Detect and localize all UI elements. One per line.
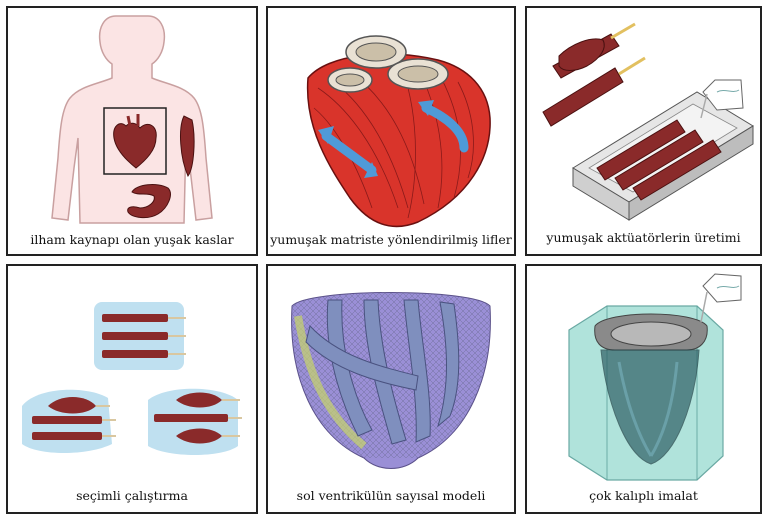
rod-top-2 bbox=[102, 332, 168, 340]
actuator-tip-1 bbox=[611, 24, 635, 38]
heart-illustration bbox=[268, 8, 514, 254]
caption-selective-actuation: seçimli çalıştırma bbox=[8, 488, 256, 503]
rod-top-1 bbox=[102, 314, 168, 322]
panel-oriented-fibers: yumuşak matriste yönlendirilmiş lifler bbox=[266, 6, 516, 256]
panel-multi-mold: çok kalıplı imalat bbox=[525, 264, 762, 514]
rod-top-3 bbox=[102, 350, 168, 358]
selective-actuation-illustration bbox=[8, 266, 256, 512]
aorta-opening bbox=[356, 43, 396, 61]
caption-inspiration-muscles: ilham kaynapı olan yuşak kaslar bbox=[8, 232, 256, 247]
caption-actuator-fabrication: yumuşak aktüatörlerin üretimi bbox=[527, 230, 760, 245]
mitral-opening bbox=[398, 66, 438, 82]
mold-top-ring bbox=[611, 322, 691, 346]
caption-ventricle-model: sol ventrikülün sayısal modeli bbox=[268, 488, 514, 503]
ventricle-apex bbox=[364, 458, 418, 469]
rod-left-2 bbox=[32, 416, 102, 424]
caption-oriented-fibers: yumuşak matriste yönlendirilmiş lifler bbox=[268, 232, 514, 247]
human-silhouette-illustration bbox=[8, 8, 256, 254]
ventricle-mesh-illustration bbox=[268, 266, 514, 512]
panel-ventricle-model: sol ventrikülün sayısal modeli bbox=[266, 264, 516, 514]
rod-right-2 bbox=[154, 414, 228, 422]
pouring-beaker-icon bbox=[703, 274, 741, 302]
actuator-fabrication-illustration bbox=[527, 8, 760, 254]
multi-part-mold-illustration bbox=[527, 266, 760, 512]
actuator-tip-2 bbox=[619, 58, 645, 74]
actuator-rod-2 bbox=[543, 68, 623, 126]
rod-left-3 bbox=[32, 432, 102, 440]
panel-selective-actuation: seçimli çalıştırma bbox=[6, 264, 258, 514]
panel-actuator-fabrication: yumuşak aktüatörlerin üretimi bbox=[525, 6, 762, 256]
caption-multi-mold: çok kalıplı imalat bbox=[527, 488, 760, 503]
panel-inspiration-muscles: ilham kaynapı olan yuşak kaslar bbox=[6, 6, 258, 256]
actuator-bulge bbox=[559, 39, 604, 71]
pulmonary-opening bbox=[336, 74, 364, 86]
